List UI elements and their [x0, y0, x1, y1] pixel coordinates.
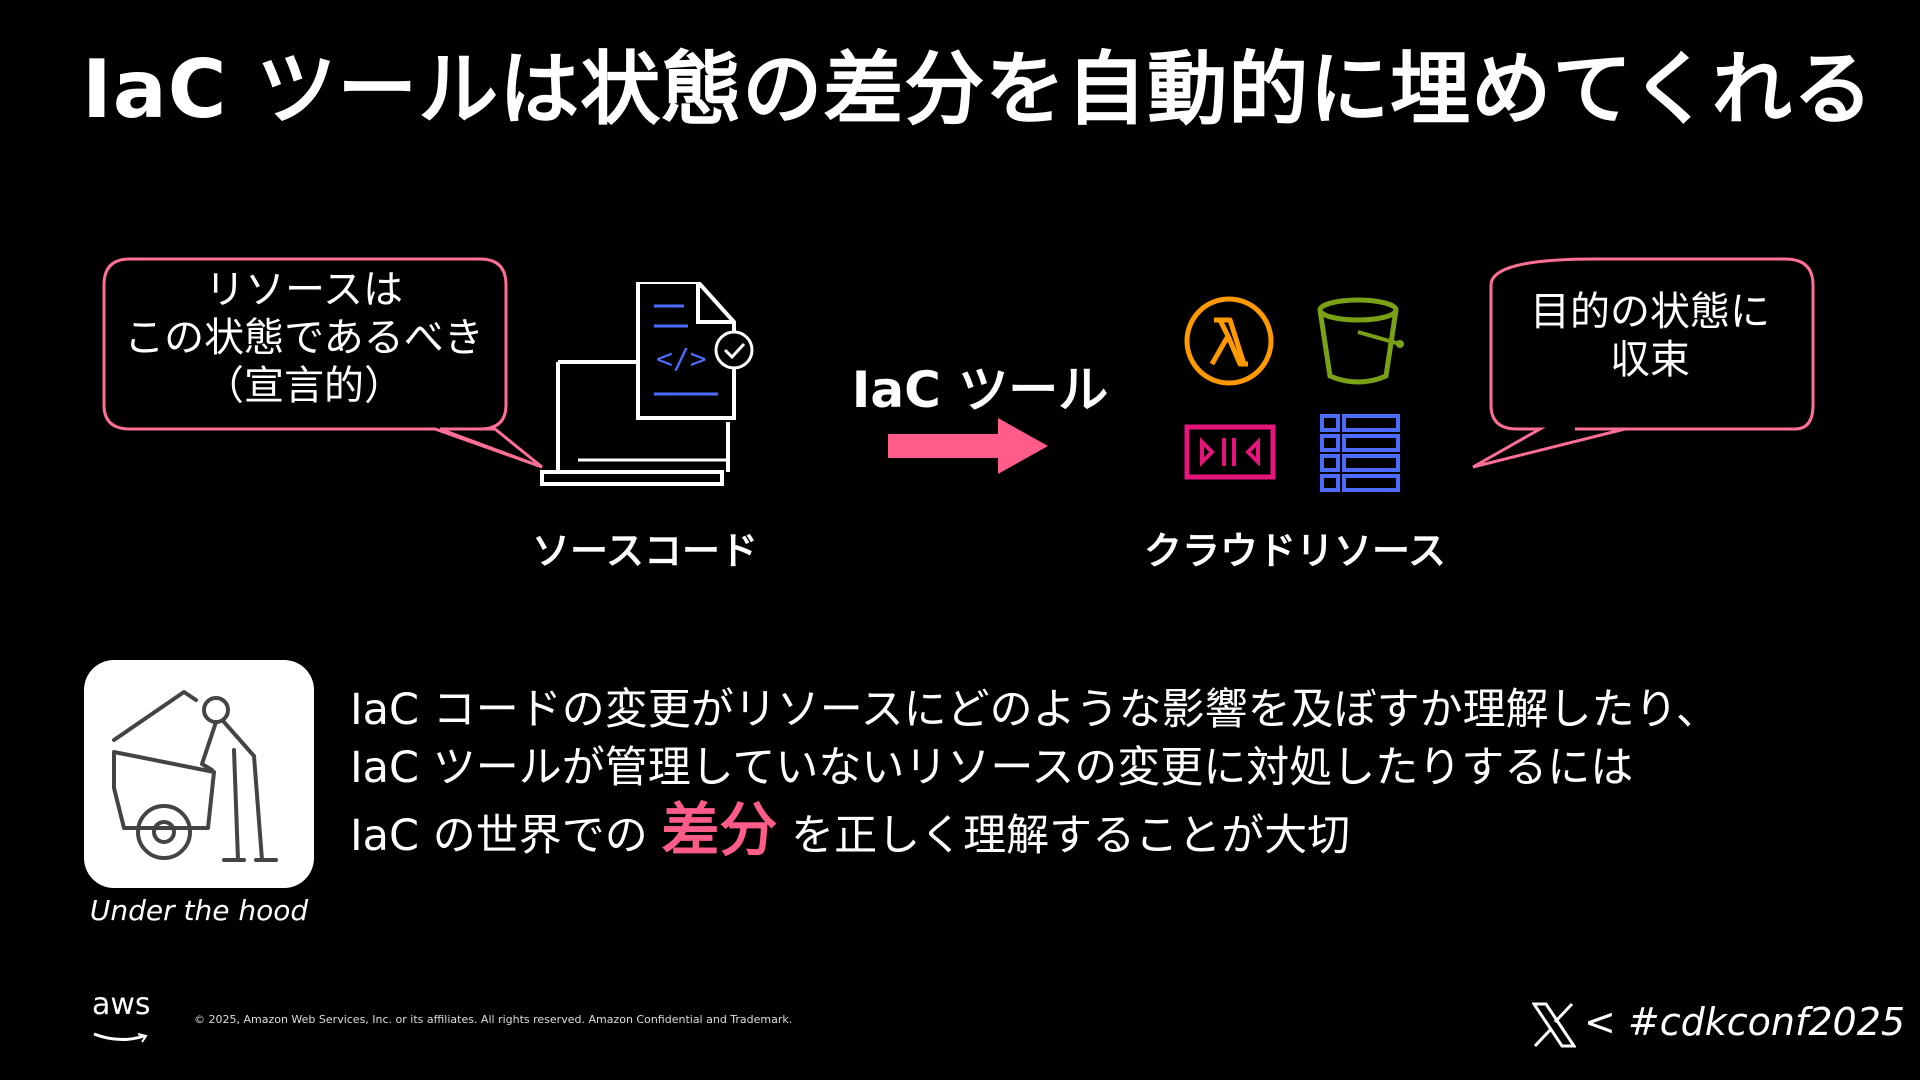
lambda-icon — [1184, 296, 1274, 386]
s3-bucket-icon — [1317, 297, 1404, 385]
left-speech-bubble — [102, 257, 543, 469]
under-the-hood-card — [84, 660, 314, 888]
kinesis-stream-icon — [1184, 424, 1276, 480]
svg-text:</>: </> — [656, 342, 707, 375]
body-line-3-start: IaC の世界での — [350, 811, 662, 861]
source-code-icon: </> — [540, 282, 754, 486]
left-bubble-line: リソースは — [205, 267, 403, 313]
body-line-3: IaC の世界での 差分 を正しく理解することが大切 — [350, 800, 1890, 866]
body-line-2: IaC ツールが管理していないリソースの変更に対処したりするには — [350, 743, 1634, 793]
slide-title: IaC ツールは状態の差分を自動的に埋めてくれる — [82, 43, 1874, 136]
right-bubble-text: 目的の状態に 収束 — [1495, 288, 1805, 384]
mechanic-icon — [112, 690, 278, 862]
body-line-1: IaC コードの変更がリソースにどのような影響を及ぼすか理解したり、 — [350, 685, 1719, 735]
left-bubble-line: （宣言的） — [204, 363, 404, 409]
database-table-icon — [1320, 414, 1400, 492]
left-bubble-text: リソースは この状態であるべき （宣言的） — [106, 266, 502, 410]
right-bubble-line: 収束 — [1610, 337, 1690, 383]
right-speech-bubble — [1472, 257, 1815, 469]
hood-caption: Under the hood — [89, 894, 309, 927]
copyright-text: © 2025, Amazon Web Services, Inc. or its… — [194, 1013, 793, 1026]
left-bubble-line: この状態であるべき — [124, 315, 484, 361]
aws-logo: aws — [92, 990, 152, 1050]
x-logo-icon — [1532, 1002, 1576, 1048]
iac-tool-label: IaC ツール — [851, 361, 1109, 419]
cloud-resources-label: クラウドリソース — [1143, 529, 1447, 573]
right-arrow-icon — [888, 418, 1048, 474]
aws-logo-text: aws — [92, 987, 151, 1022]
source-code-label: ソースコード — [531, 529, 759, 573]
aws-smile-icon — [93, 1032, 148, 1043]
right-bubble-line: 目的の状態に — [1530, 289, 1770, 335]
diff-highlight: 差分 — [661, 796, 778, 864]
hashtag-text: < #cdkconf2025 — [1584, 1000, 1906, 1044]
body-line-3-end: を正しく理解することが大切 — [777, 811, 1351, 861]
